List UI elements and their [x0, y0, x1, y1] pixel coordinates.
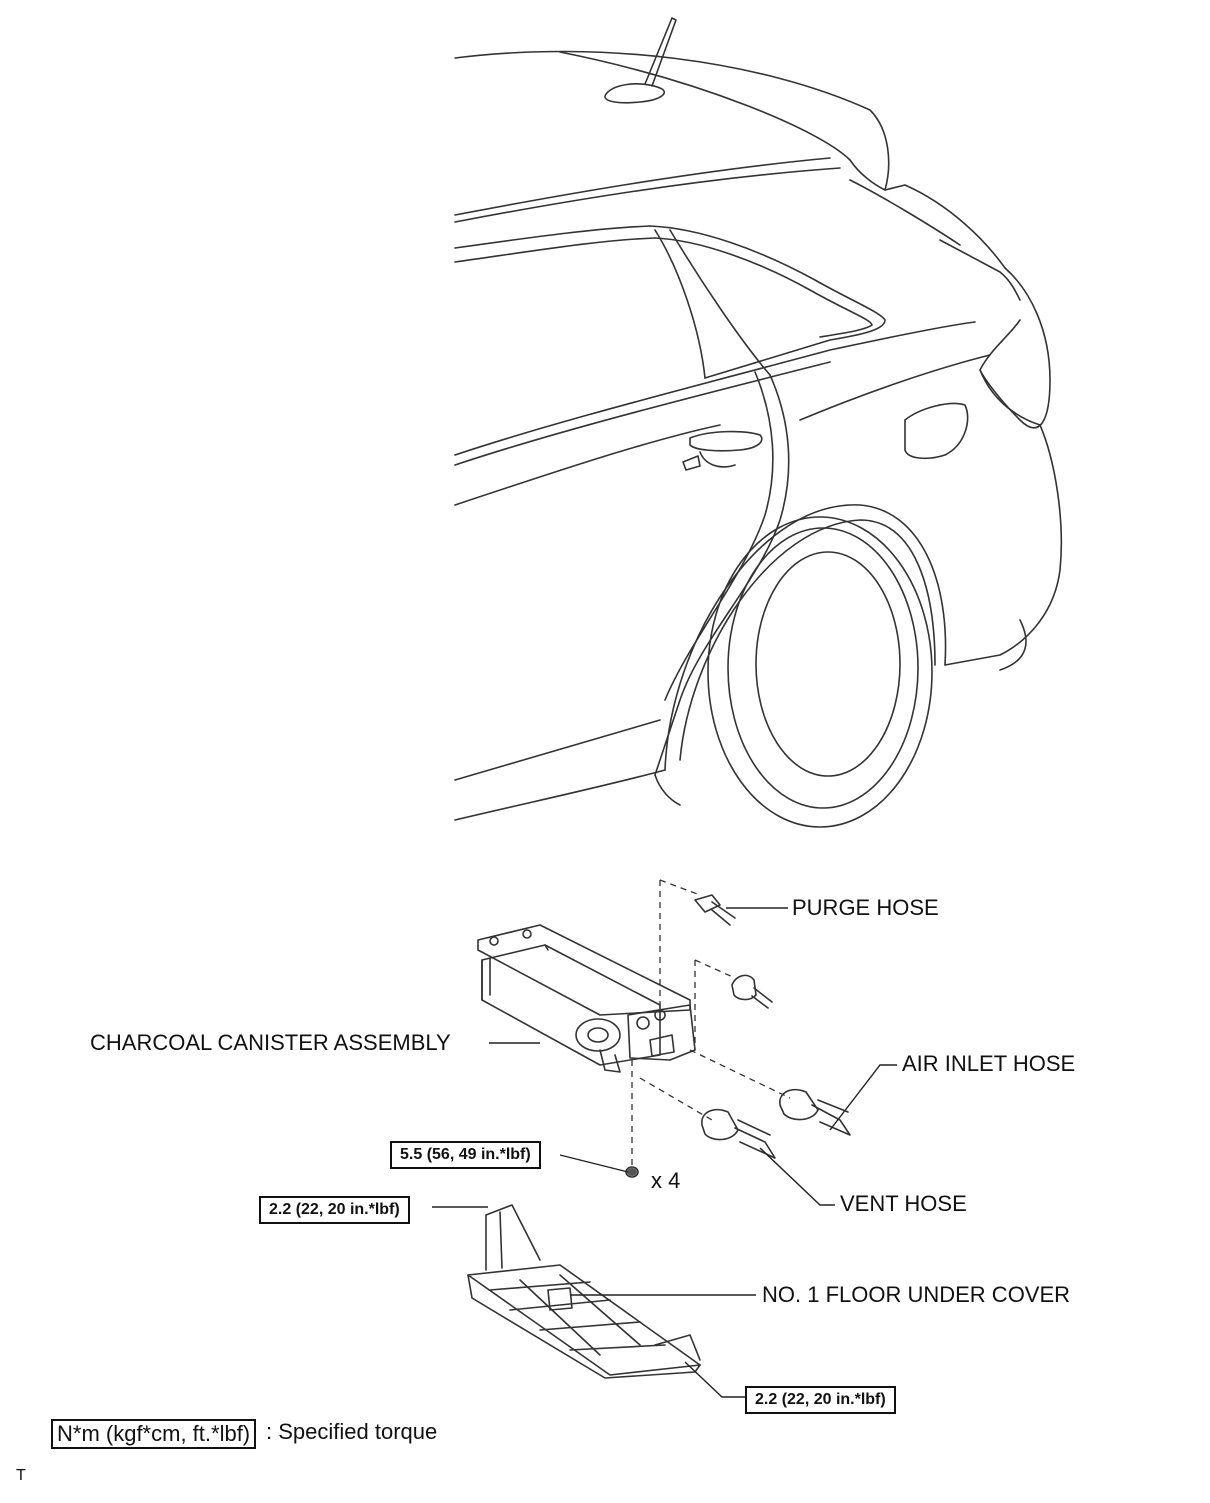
purge-hose-label: PURGE HOSE	[792, 895, 939, 920]
leader-lines	[432, 907, 897, 1398]
vehicle-outline	[454, 17, 1063, 828]
footer-mark: T	[16, 1467, 26, 1484]
canister-exploded-view	[467, 879, 851, 1379]
quantity-label: x 4	[651, 1168, 681, 1193]
torque-cover-rear: 2.2 (22, 20 in.*lbf)	[745, 1386, 896, 1414]
air-inlet-hose-label: AIR INLET HOSE	[902, 1051, 1076, 1076]
legend-unit-box: N*m (kgf*cm, ft.*lbf)	[51, 1419, 257, 1449]
torque-cover-front: 2.2 (22, 20 in.*lbf)	[259, 1196, 410, 1224]
legend-description: : Specified torque	[266, 1419, 438, 1444]
floor-under-cover-label: NO. 1 FLOOR UNDER COVER	[762, 1282, 1071, 1307]
torque-canister-nut: 5.5 (56, 49 in.*lbf)	[390, 1141, 541, 1169]
vent-hose-label: VENT HOSE	[840, 1191, 967, 1216]
charcoal-canister-label: CHARCOAL CANISTER ASSEMBLY	[90, 1030, 451, 1055]
